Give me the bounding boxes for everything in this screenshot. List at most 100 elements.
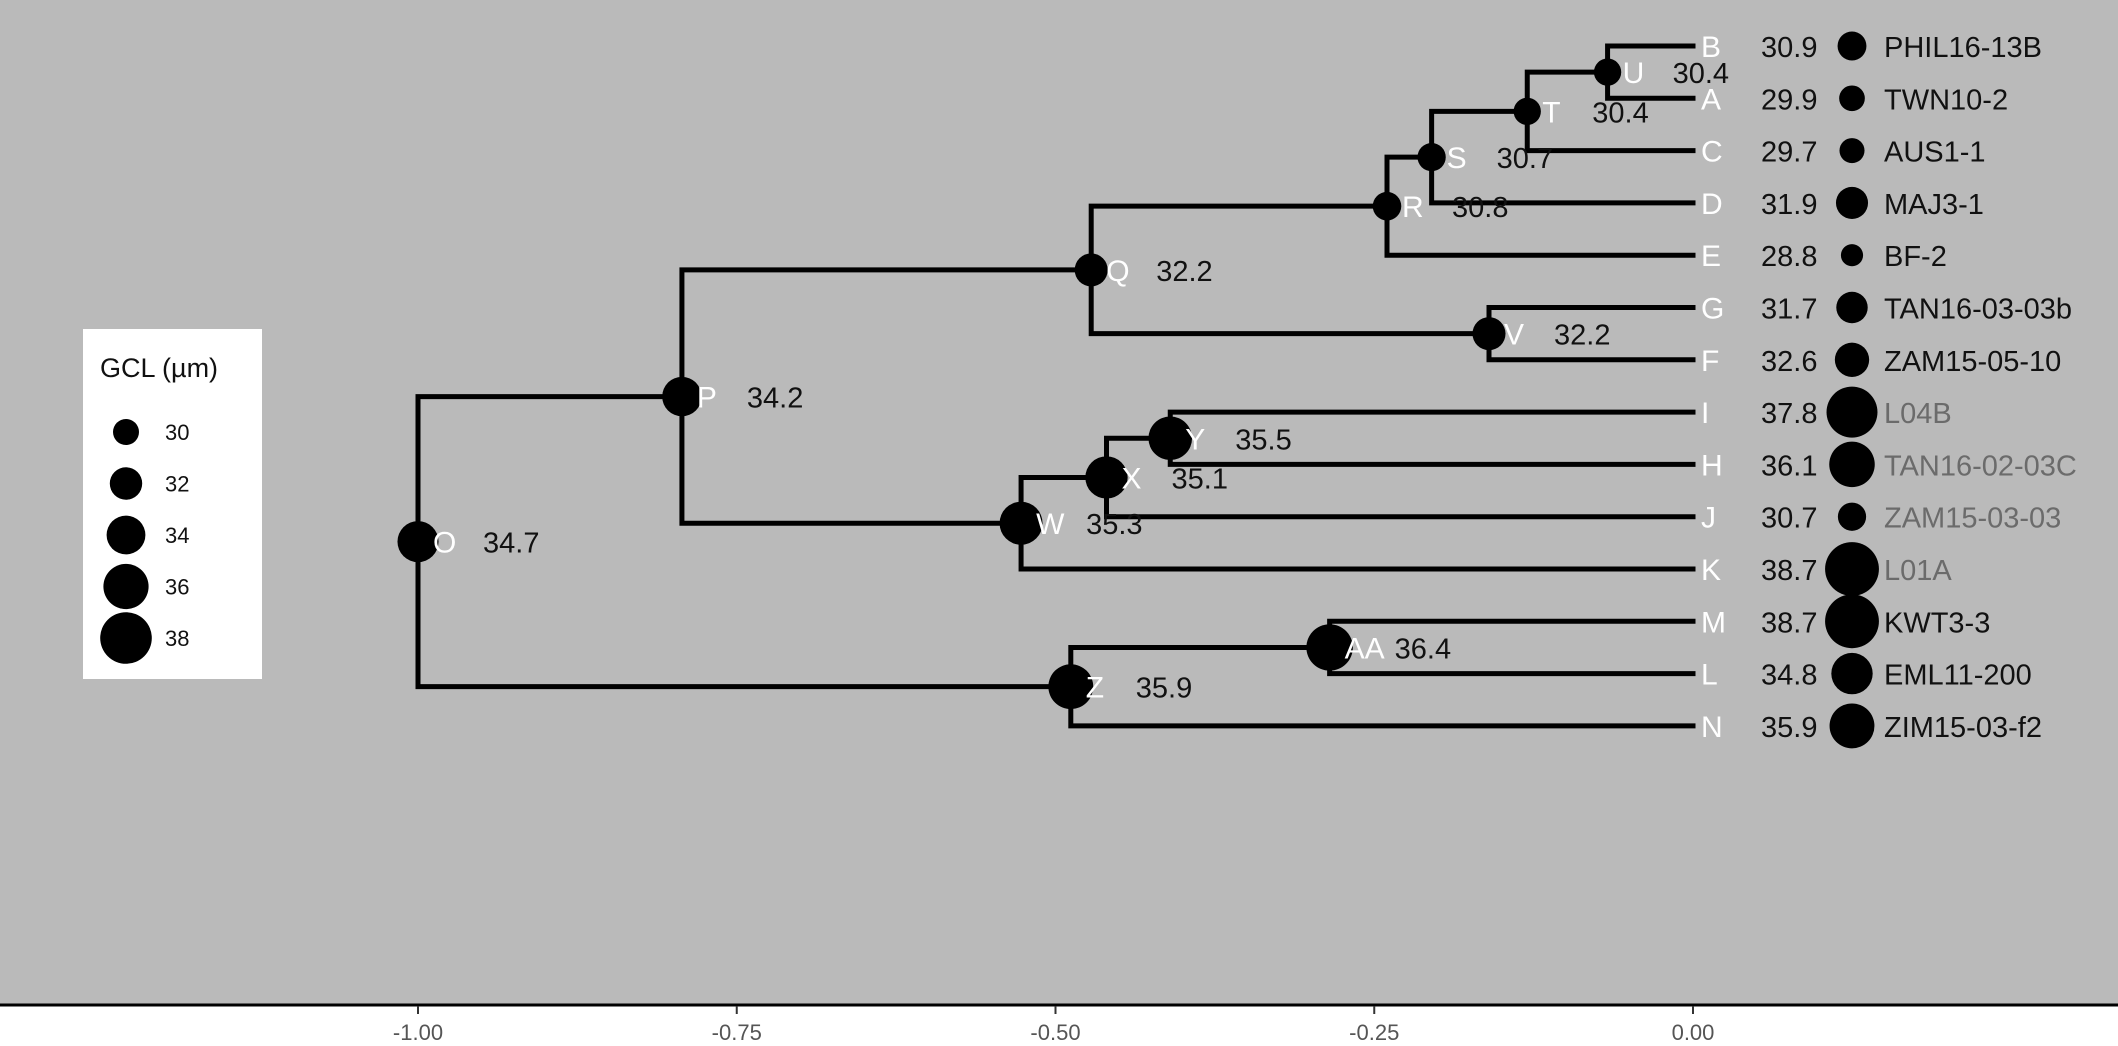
tip-id-label-K: K <box>1701 554 1721 587</box>
tip-id-label-C: C <box>1701 136 1723 169</box>
tip-id-label-L: L <box>1701 659 1718 692</box>
tip-name-label-C: AUS1-1 <box>1884 137 1986 169</box>
node-value-label-S: 30.7 <box>1497 143 1553 175</box>
node-id-label-S: S <box>1447 142 1467 175</box>
tip-name-label-N: ZIM15-03-f2 <box>1884 712 2042 744</box>
branch-edge-Q-R <box>1088 203 1390 273</box>
node-value-label-AA: 36.4 <box>1395 633 1451 665</box>
legend-label-3: 36 <box>165 575 189 600</box>
tip-size-dot-A <box>1839 85 1865 112</box>
internal-node-X <box>1085 456 1128 499</box>
internal-node-Q <box>1074 253 1108 287</box>
internal-node-AA <box>1306 624 1353 671</box>
node-value-label-Y: 35.5 <box>1235 424 1291 456</box>
node-id-label-Z: Z <box>1086 672 1104 705</box>
tip-value-label-A: 29.9 <box>1761 84 1817 116</box>
legend-dot-2 <box>106 515 146 555</box>
tip-id-label-G: G <box>1701 293 1724 326</box>
tip-name-label-F: ZAM15-05-10 <box>1884 346 2061 378</box>
x-tick-label-2: -0.50 <box>1030 1020 1080 1045</box>
node-id-label-W: W <box>1036 508 1065 541</box>
tip-id-label-B: B <box>1701 31 1721 64</box>
node-id-label-Y: Y <box>1185 423 1205 456</box>
branch-edge-O-Z <box>415 539 1074 690</box>
legend-dot-0 <box>113 419 139 445</box>
legend-label-1: 32 <box>165 472 189 497</box>
node-value-label-R: 30.8 <box>1452 192 1508 224</box>
x-tick-label-4: 0.00 <box>1672 1020 1715 1045</box>
tip-size-dot-F <box>1834 342 1870 377</box>
tree-nodes <box>397 31 1879 749</box>
node-id-label-U: U <box>1623 57 1645 90</box>
x-tick-label-3: -0.25 <box>1349 1020 1399 1045</box>
node-value-label-Q: 32.2 <box>1156 256 1212 288</box>
internal-node-O <box>397 521 439 563</box>
branch-edge-S-T <box>1429 108 1530 160</box>
legend-dot-4 <box>100 612 152 664</box>
x-tick-label-0: -1.00 <box>393 1020 443 1045</box>
internal-node-P <box>662 376 702 417</box>
tip-value-label-D: 31.9 <box>1761 189 1817 221</box>
tip-value-label-J: 30.7 <box>1761 503 1817 535</box>
tip-name-label-D: MAJ3-1 <box>1884 189 1984 221</box>
tip-value-label-L: 34.8 <box>1761 660 1817 692</box>
tip-size-dot-G <box>1836 291 1868 324</box>
internal-node-T <box>1513 97 1541 126</box>
tip-name-label-A: TWN10-2 <box>1884 84 2008 116</box>
internal-node-Z <box>1048 664 1094 710</box>
branch-edge-P-Q <box>679 267 1094 400</box>
plot-panel <box>0 0 2118 1004</box>
legend-label-4: 38 <box>165 626 189 651</box>
tip-name-label-M: KWT3-3 <box>1884 607 1990 639</box>
internal-node-S <box>1417 143 1446 172</box>
node-value-label-W: 35.3 <box>1086 509 1142 541</box>
tip-size-dot-K <box>1825 542 1879 596</box>
branch-edge-O-P <box>415 394 685 545</box>
tip-size-dot-E <box>1840 244 1864 267</box>
node-id-label-Q: Q <box>1106 255 1129 288</box>
legend-title: GCL (µm) <box>100 353 218 383</box>
internal-node-U <box>1593 58 1622 86</box>
tip-size-dot-H <box>1829 441 1875 488</box>
branch-edge-Q-V <box>1088 267 1492 337</box>
tip-id-label-A: A <box>1701 83 1721 116</box>
tip-value-label-C: 29.7 <box>1761 137 1817 169</box>
tip-size-dot-B <box>1837 31 1867 61</box>
tip-size-dot-N <box>1829 703 1875 749</box>
tip-value-label-H: 36.1 <box>1761 450 1817 482</box>
node-id-label-V: V <box>1504 319 1524 352</box>
node-value-label-P: 34.2 <box>747 383 803 415</box>
legend-dot-3 <box>103 563 149 610</box>
branch-edge-R-S <box>1384 154 1435 209</box>
tip-name-label-H: TAN16-02-03C <box>1884 450 2077 482</box>
node-value-label-X: 35.1 <box>1172 463 1228 495</box>
tip-id-label-M: M <box>1701 606 1726 639</box>
tip-value-label-M: 38.7 <box>1761 607 1817 639</box>
tip-id-label-E: E <box>1701 240 1721 273</box>
tip-value-label-B: 30.9 <box>1761 32 1817 64</box>
node-id-label-O: O <box>433 527 456 560</box>
tip-id-label-I: I <box>1701 397 1709 430</box>
branch-edge-R-E <box>1384 203 1696 258</box>
tip-name-label-B: PHIL16-13B <box>1884 32 2042 64</box>
tip-id-label-H: H <box>1701 449 1723 482</box>
internal-node-R <box>1372 191 1402 221</box>
legend-label-0: 30 <box>165 420 189 445</box>
tip-value-label-I: 37.8 <box>1761 398 1817 430</box>
tip-name-label-L: EML11-200 <box>1884 660 2032 692</box>
tip-size-dot-J <box>1837 502 1867 531</box>
tip-value-label-G: 31.7 <box>1761 294 1817 326</box>
tip-size-dot-C <box>1839 138 1865 164</box>
node-id-label-X: X <box>1122 462 1142 495</box>
tip-size-dot-I <box>1826 386 1878 438</box>
tip-value-label-E: 28.8 <box>1761 241 1817 273</box>
tip-id-label-F: F <box>1701 345 1719 378</box>
legend-dot-1 <box>109 467 143 500</box>
tip-name-label-G: TAN16-03-03b <box>1884 294 2072 326</box>
internal-node-Y <box>1148 416 1193 461</box>
